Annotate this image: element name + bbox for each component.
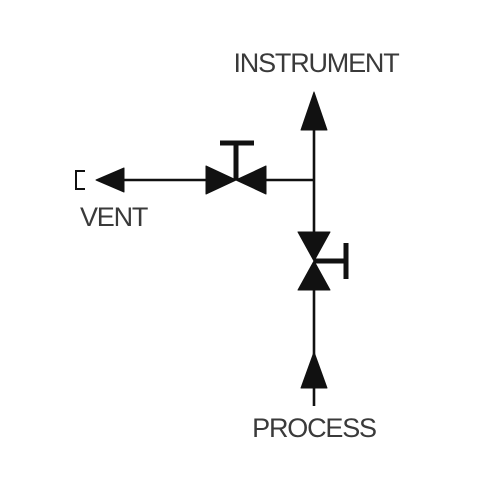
- process-valve-icon: [297, 231, 349, 291]
- vent-label: VENT: [80, 202, 148, 232]
- vent-arrow-icon: [95, 167, 125, 193]
- vent-cap-icon: [75, 170, 85, 190]
- process-label: PROCESS: [252, 413, 376, 443]
- process-arrow-icon: [300, 351, 328, 389]
- vent-valve-icon: [205, 140, 267, 195]
- instrument-arrow-icon: [300, 91, 328, 131]
- instrument-label: INSTRUMENT: [234, 48, 400, 78]
